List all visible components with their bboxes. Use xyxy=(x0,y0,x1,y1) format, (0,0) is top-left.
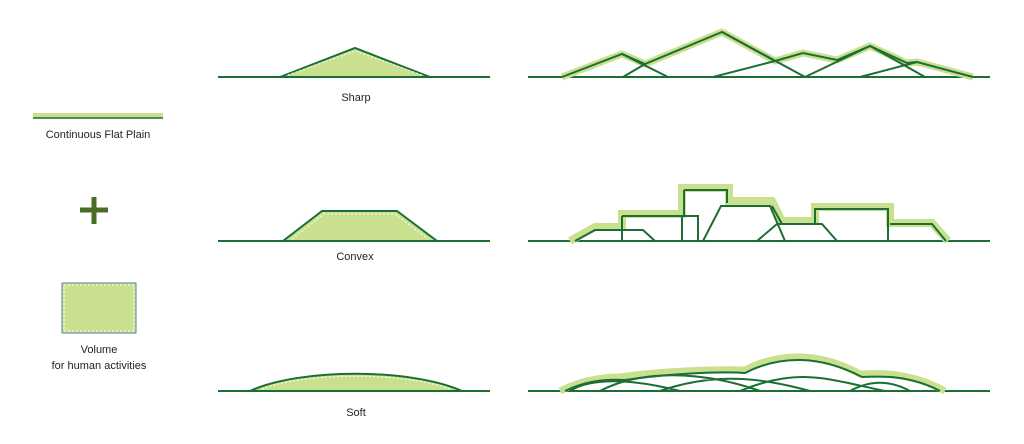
volume-label: Volume xyxy=(80,344,118,356)
volume-swatch xyxy=(61,282,137,334)
volume-sublabel: for human activities xyxy=(51,360,147,372)
soft-composition xyxy=(558,353,947,395)
convex-label: Convex xyxy=(336,251,374,263)
flat-plain-label: Continuous Flat Plain xyxy=(45,129,151,141)
sharp-composition xyxy=(560,28,974,81)
soft-label: Soft xyxy=(346,407,366,419)
convex-shape xyxy=(280,210,440,242)
plus-icon xyxy=(80,197,108,224)
sharp-shape xyxy=(279,46,431,78)
convex-composition xyxy=(568,184,951,245)
sharp-label: Sharp xyxy=(341,92,371,104)
flat-plain-swatch xyxy=(33,113,163,118)
soft-shape xyxy=(249,372,463,392)
